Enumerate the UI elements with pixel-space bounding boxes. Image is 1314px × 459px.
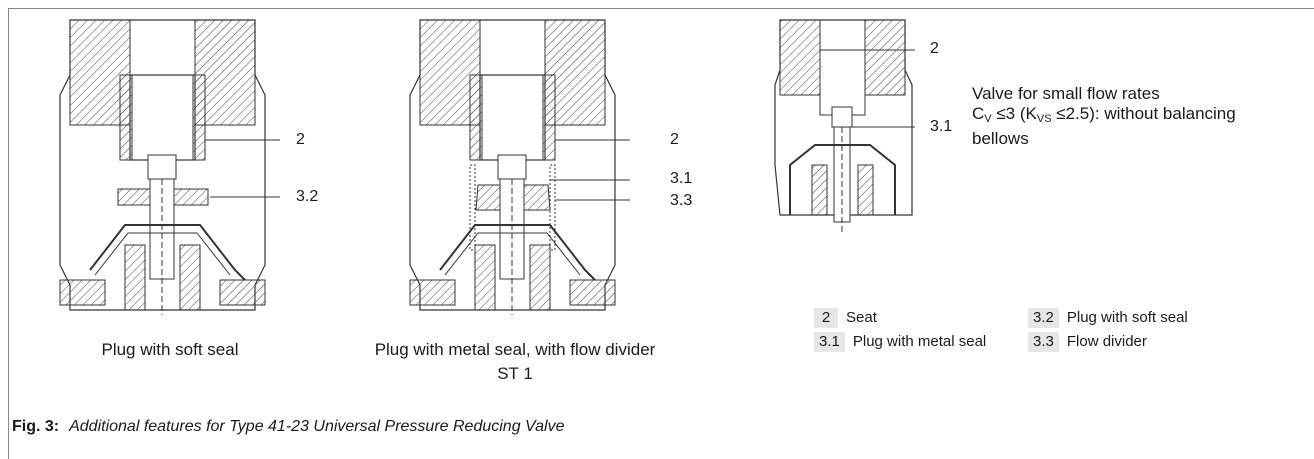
valve-drawing-soft-seal bbox=[59, 19, 280, 315]
legend-item: 3.1 Plug with metal seal bbox=[814, 332, 986, 352]
legend-label: Flow divider bbox=[1066, 333, 1147, 350]
legend-label: Plug with soft seal bbox=[1066, 309, 1188, 326]
caption-soft-seal: Plug with soft seal bbox=[101, 340, 239, 359]
caption-metal-seal-line1: Plug with metal seal, with flow divider bbox=[374, 340, 656, 359]
cv-subscript: V bbox=[984, 113, 992, 125]
cv-text: ≤3 (K bbox=[991, 104, 1037, 123]
legend-number: 3.2 bbox=[1028, 308, 1059, 328]
legend-number: 3.3 bbox=[1028, 332, 1059, 352]
figure-frame bbox=[8, 8, 1314, 459]
legend-label: Plug with metal seal bbox=[852, 333, 987, 350]
caption-metal-seal-line2: ST 1 bbox=[497, 364, 533, 383]
caption-metal-seal: Plug with metal seal, with flow divider … bbox=[345, 338, 685, 386]
legend-number: 2 bbox=[814, 308, 838, 328]
figure-title: Additional features for Type 41-23 Unive… bbox=[69, 418, 565, 435]
callout-3-1: 3.1 bbox=[930, 118, 953, 135]
callout-3-2: 3.2 bbox=[296, 188, 319, 205]
note-line2: CV ≤3 (KVS ≤2.5): without balancing bbox=[972, 104, 1302, 129]
figure-caption: Fig. 3: Additional features for Type 41-2… bbox=[12, 418, 564, 436]
callout-2: 2 bbox=[930, 40, 939, 57]
legend: 2 Seat 3.1 Plug with metal seal 3.2 Plug wi… bbox=[814, 308, 1294, 358]
legend-number: 3.1 bbox=[814, 332, 845, 352]
callout-2: 2 bbox=[296, 131, 305, 148]
legend-label: Seat bbox=[846, 309, 877, 326]
note-line1: Valve for small flow rates bbox=[972, 84, 1160, 103]
legend-item: 3.3 Flow divider bbox=[1028, 332, 1147, 352]
legend-item: 3.2 Plug with soft seal bbox=[1028, 308, 1188, 328]
small-flow-note: Valve for small flow rates CV ≤3 (KVS ≤2… bbox=[972, 84, 1302, 149]
valve-drawing-small-flow bbox=[774, 19, 915, 235]
note-line3: bellows bbox=[972, 129, 1029, 148]
callout-3-1: 3.1 bbox=[670, 170, 693, 187]
callout-3-3: 3.3 bbox=[670, 192, 693, 209]
cv-symbol: C bbox=[972, 104, 985, 123]
legend-item: 2 Seat bbox=[814, 308, 877, 328]
figure-label: Fig. 3: bbox=[12, 418, 60, 435]
kvs-subscript: VS bbox=[1036, 113, 1052, 125]
callout-2: 2 bbox=[670, 131, 679, 148]
kvs-text: ≤2.5): without balancing bbox=[1051, 104, 1236, 123]
valve-drawing-metal-seal bbox=[409, 19, 630, 315]
